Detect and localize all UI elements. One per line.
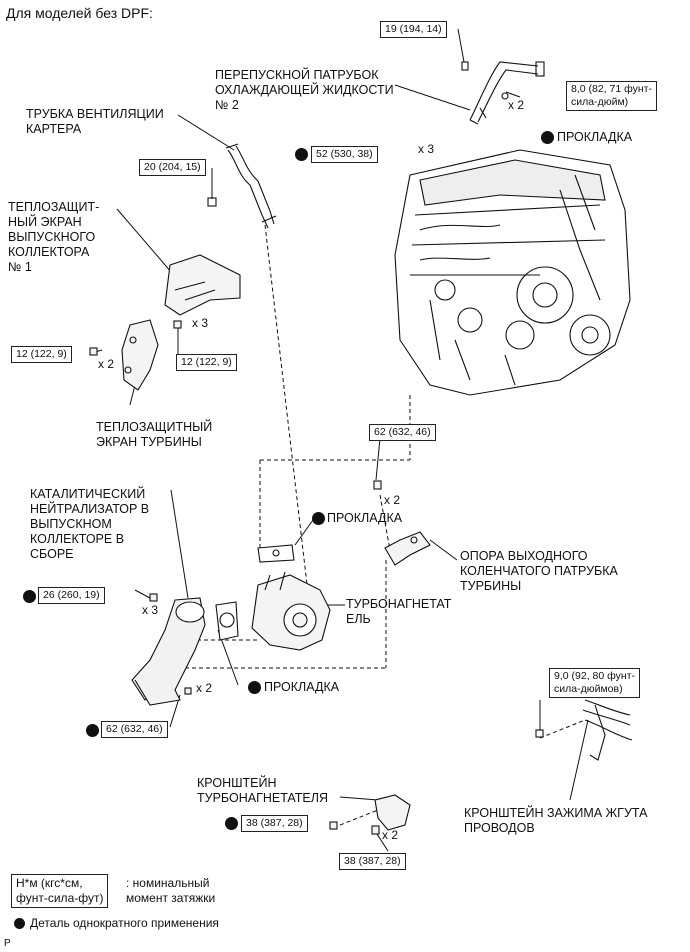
torque-box: 52 (530, 38) xyxy=(311,146,378,163)
torque-box: 62 (632, 46) xyxy=(101,721,168,738)
vent-tube-label: ТРУБКА ВЕНТИЛЯЦИИ КАРТЕРА xyxy=(26,107,164,136)
single-use-icon xyxy=(541,131,554,144)
quantity-label: x 2 xyxy=(196,681,213,695)
single-use-icon xyxy=(86,724,99,737)
single-use-icon xyxy=(14,918,25,929)
quantity-label: x 2 xyxy=(98,357,115,371)
gasket-mid-label: ПРОКЛАДКА xyxy=(327,511,403,525)
single-use-icon xyxy=(248,681,261,694)
quantity-label: x 3 xyxy=(192,316,209,330)
legend-unit-desc: : номинальный момент затяжки xyxy=(126,876,216,905)
torque-box: 8,0 (82, 71 фунт- сила-дюйм) xyxy=(566,81,657,111)
quantity-label: x 3 xyxy=(418,142,435,156)
figure-code: P xyxy=(4,938,11,949)
gasket-bottom-label: ПРОКЛАДКА xyxy=(264,680,340,694)
torque-box: 38 (387, 28) xyxy=(241,815,308,832)
gasket-top-label: ПРОКЛАДКА xyxy=(557,130,633,144)
single-use-icon xyxy=(312,512,325,525)
turbocharger-label: ТУРБОНАГНЕТАТ ЕЛЬ xyxy=(346,597,452,626)
catalyst-label: КАТАЛИТИЧЕСКИЙ НЕЙТРАЛИЗАТОР В ВЫПУСКНОМ… xyxy=(30,487,150,561)
legend-single-use: Деталь однократного применения xyxy=(30,916,219,930)
torque-box: 20 (204, 15) xyxy=(139,159,206,176)
quantity-label: x 2 xyxy=(384,493,401,507)
torque-box: 9,0 (92, 80 фунт- сила-дюймов) xyxy=(549,668,640,698)
turbo-bracket-label: КРОНШТЕЙН ТУРБОНАГНЕТАТЕЛЯ xyxy=(197,776,328,805)
legend-unit-box: Н*м (кгс*см, фунт-сила-фут) xyxy=(11,874,109,908)
quantity-label: x 2 xyxy=(382,828,399,842)
torque-box: 12 (122, 9) xyxy=(176,354,237,371)
bypass-pipe-label: ПЕРЕПУСКНОЙ ПАТРУБОК ОХЛАЖДАЮЩЕЙ ЖИДКОСТ… xyxy=(215,68,394,112)
torque-box: 26 (260, 19) xyxy=(38,587,105,604)
single-use-icon xyxy=(295,148,308,161)
quantity-label: x 2 xyxy=(508,98,525,112)
page-title: Для моделей без DPF: xyxy=(6,5,153,21)
torque-box: 38 (387, 28) xyxy=(339,853,406,870)
single-use-icon xyxy=(23,590,36,603)
torque-box: 62 (632, 46) xyxy=(369,424,436,441)
turbine-heat-shield-label: ТЕПЛОЗАЩИТНЫЙ ЭКРАН ТУРБИНЫ xyxy=(96,420,213,449)
quantity-label: x 3 xyxy=(142,603,159,617)
harness-bracket-label: КРОНШТЕЙН ЗАЖИМА ЖГУТА ПРОВОДОВ xyxy=(464,806,648,835)
torque-box: 12 (122, 9) xyxy=(11,346,72,363)
heat-shield-1-label: ТЕПЛОЗАЩИТ- НЫЙ ЭКРАН ВЫПУСКНОГО КОЛЛЕКТ… xyxy=(8,200,100,274)
single-use-icon xyxy=(225,817,238,830)
elbow-support-label: ОПОРА ВЫХОДНОГО КОЛЕНЧАТОГО ПАТРУБКА ТУР… xyxy=(460,549,618,593)
torque-box: 19 (194, 14) xyxy=(380,21,447,38)
